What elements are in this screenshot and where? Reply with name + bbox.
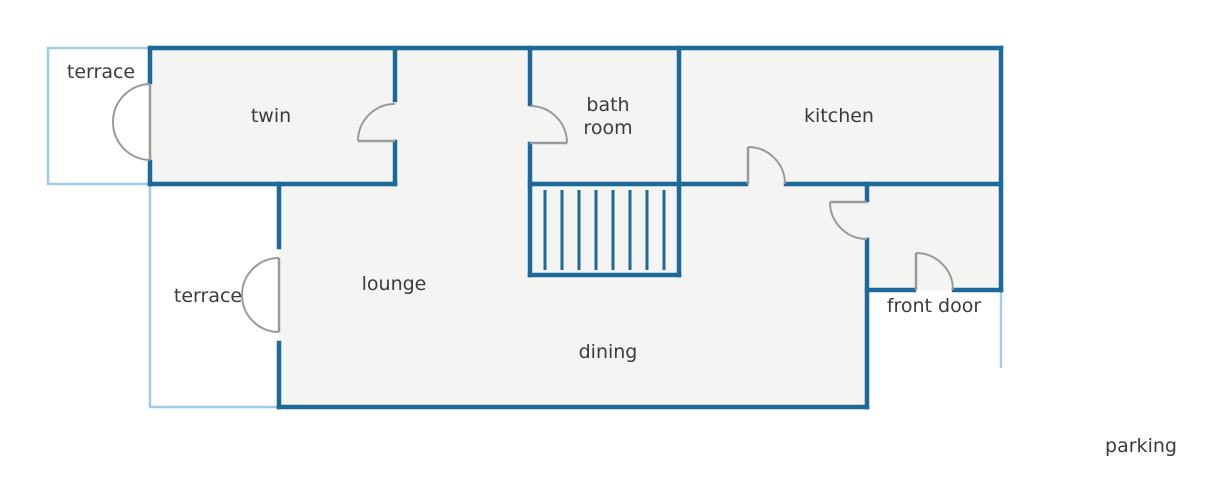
terrace-top-label: terrace — [67, 61, 135, 83]
bath-label-line2: room — [583, 117, 632, 139]
terrace-outlines — [46, 46, 1003, 409]
terrace-top-outline — [46, 46, 150, 186]
doors — [112, 83, 954, 333]
twin-label: twin — [251, 105, 291, 127]
terrace-left-outline — [148, 184, 279, 409]
bath-label-line1: bath — [586, 94, 629, 116]
terrace-left-double-door — [241, 257, 281, 333]
twin-door — [357, 103, 396, 143]
front-door — [914, 252, 954, 291]
terrace-left-label: terrace — [174, 285, 242, 307]
kitchen-door — [746, 146, 786, 185]
lower-floor — [279, 185, 867, 407]
parking-label: parking — [1105, 435, 1177, 457]
lounge-label: lounge — [362, 273, 427, 295]
kitchen-label: kitchen — [804, 105, 874, 127]
front-door-label: front door — [887, 295, 982, 317]
floor-fills — [150, 48, 1002, 407]
terrace-top-double-door — [112, 83, 152, 161]
bathroom-door — [529, 105, 568, 145]
hall-floor — [867, 185, 1002, 290]
room-labels: terrace twin bath room kitchen terrace l… — [67, 61, 1177, 457]
walls — [147, 45, 1004, 410]
upper-floor — [150, 48, 1002, 185]
dining-label: dining — [579, 341, 638, 363]
hall-door — [829, 200, 868, 240]
staircase — [543, 190, 666, 270]
